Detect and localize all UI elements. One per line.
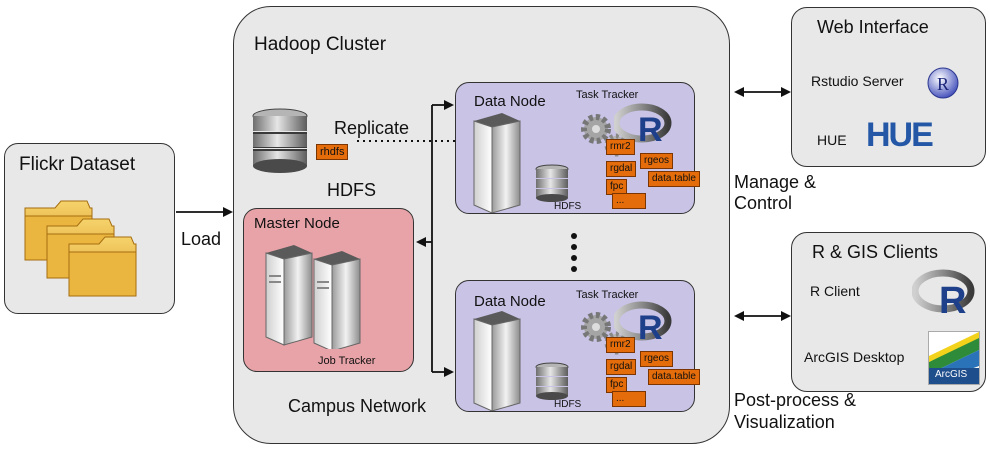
arcgis-desktop-label: ArcGIS Desktop — [804, 349, 905, 365]
hadoop-cluster-title: Hadoop Cluster — [254, 34, 387, 55]
database-icon — [252, 108, 308, 173]
pkg-rgdal: rgdal — [606, 359, 637, 375]
pkg-ellipsis: ... — [612, 391, 646, 407]
rhdfs-tag: rhdfs — [316, 144, 349, 160]
rstudio-server-label: Rstudio Server — [811, 73, 904, 89]
web-interface-title: Web Interface — [817, 17, 929, 37]
flickr-dataset-title: Flickr Dataset — [19, 154, 136, 175]
database-icon — [535, 362, 569, 400]
r-logo-icon: R — [927, 67, 959, 99]
hue-label: HUE — [817, 132, 847, 148]
pkg-data-table: data.table — [648, 369, 700, 385]
r-logo-icon: R — [614, 103, 672, 147]
task-tracker-label: Task Tracker — [576, 89, 639, 101]
data-node-hdfs-label: HDFS — [554, 399, 582, 410]
post-process-line2: Visualization — [734, 412, 835, 432]
server-icon — [265, 245, 361, 349]
pkg-rmr2: rmr2 — [606, 139, 635, 155]
master-node-panel: Master Node Job Tracker — [243, 208, 414, 372]
pkg-data-table: data.table — [648, 171, 700, 187]
r-logo-icon: R — [912, 269, 975, 319]
arcgis-logo-text: ArcGIS — [935, 369, 968, 380]
pkg-rgeos: rgeos — [640, 351, 674, 367]
svg-text:R: R — [638, 309, 663, 345]
pkg-rgeos: rgeos — [640, 153, 674, 169]
post-process-line1: Post-process & — [734, 390, 857, 410]
folder-icon — [24, 200, 137, 297]
data-node-hdfs-label: HDFS — [554, 201, 582, 212]
replicate-label: Replicate — [334, 118, 410, 138]
database-icon — [535, 164, 569, 202]
data-node-title: Data Node — [474, 293, 546, 310]
campus-network-label: Campus Network — [288, 396, 427, 416]
master-node-title: Master Node — [254, 215, 340, 232]
arcgis-logo-icon: ArcGIS — [928, 331, 980, 385]
manage-control-line1: Manage & — [734, 172, 817, 192]
server-icon — [473, 311, 521, 411]
svg-text:R: R — [937, 74, 949, 94]
r-logo-icon: R — [614, 301, 672, 345]
pkg-rmr2: rmr2 — [606, 337, 635, 353]
pkg-rgdal: rgdal — [606, 161, 637, 177]
load-label: Load — [181, 229, 222, 249]
data-node-panel: Data Node Task Tracker HDFS R rmr2 rgeos… — [455, 280, 700, 412]
hdfs-label: HDFS — [327, 180, 376, 200]
task-tracker-label: Task Tracker — [576, 289, 639, 301]
r-gis-clients-panel: R & GIS Clients R Client R ArcGIS Deskto… — [791, 232, 986, 392]
pkg-ellipsis: ... — [612, 193, 646, 209]
hue-logo-icon: HUE — [866, 116, 934, 154]
server-icon — [473, 113, 521, 213]
svg-text:R: R — [638, 111, 663, 147]
job-tracker-label: Job Tracker — [318, 355, 376, 367]
r-client-label: R Client — [810, 283, 860, 299]
data-node-panel: Data Node Task Tracker HDFS R rmr2 rgeos… — [455, 82, 700, 214]
flickr-dataset-panel: Flickr Dataset — [4, 143, 175, 314]
r-gis-clients-title: R & GIS Clients — [812, 242, 939, 262]
data-node-title: Data Node — [474, 93, 546, 110]
svg-text:R: R — [939, 280, 966, 319]
manage-control-line2: Control — [734, 193, 793, 213]
web-interface-panel: Web Interface Rstudio Server R HUE HUE — [791, 7, 986, 167]
